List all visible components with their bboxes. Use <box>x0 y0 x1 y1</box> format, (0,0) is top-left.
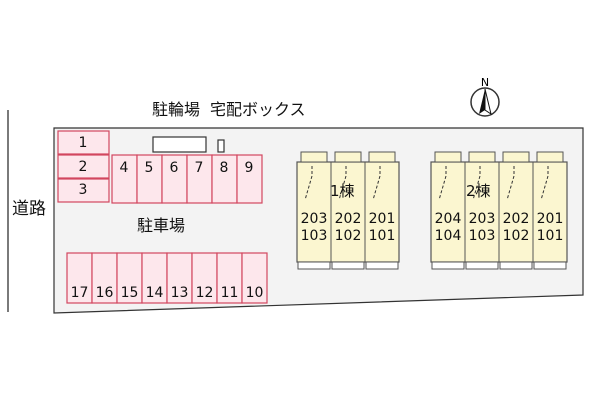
building-balcony <box>536 151 564 163</box>
parking-space <box>141 252 168 304</box>
parking-space <box>57 130 110 155</box>
unit-porch <box>499 261 533 270</box>
parking-space-number: 1 <box>78 135 88 151</box>
entrance-dash <box>438 166 447 201</box>
unit-number: 201 <box>536 211 564 227</box>
unit-porch <box>365 261 399 270</box>
bike-parking-label: 駐輪場 <box>152 100 201 119</box>
parking-space-number: 12 <box>195 285 214 301</box>
parking-space-number: 16 <box>95 285 114 301</box>
parking-space-number: 8 <box>219 160 229 176</box>
north-compass-icon: N <box>470 76 500 117</box>
parking-space <box>57 154 110 179</box>
parking-space-number: 14 <box>145 285 164 301</box>
building-2-name: 2棟 <box>466 182 491 200</box>
parking-space <box>211 154 238 204</box>
unit-number: 202 <box>502 211 530 227</box>
building-balcony <box>468 151 496 163</box>
unit-number: 102 <box>502 228 530 244</box>
parking-space-number: 5 <box>144 160 154 176</box>
parking-space <box>166 252 193 304</box>
unit-porch <box>431 261 465 270</box>
unit-number: 104 <box>434 228 462 244</box>
unit-number: 102 <box>334 228 362 244</box>
road-label: 道路 <box>12 199 46 219</box>
unit-number: 203 <box>468 211 496 227</box>
entrance-dash <box>372 166 381 201</box>
unit-number: 101 <box>536 228 564 244</box>
parking-space-number: 17 <box>70 285 89 301</box>
parking-space-number: 6 <box>169 160 179 176</box>
north-label: N <box>481 76 489 89</box>
parking-space <box>241 252 268 304</box>
parking-lot-label: 駐車場 <box>137 216 186 235</box>
building-1-name: 1棟 <box>330 182 355 200</box>
entrance-dash <box>540 166 549 201</box>
unit-number: 103 <box>468 228 496 244</box>
unit-porch <box>331 261 365 270</box>
building-balcony <box>300 151 328 163</box>
bike-parking-area <box>152 136 207 153</box>
parking-space <box>136 154 163 204</box>
building-balcony <box>502 151 530 163</box>
unit-number: 201 <box>368 211 396 227</box>
entrance-dash <box>472 166 481 201</box>
unit-porch <box>465 261 499 270</box>
parking-space-number: 9 <box>244 160 254 176</box>
parking-space <box>191 252 218 304</box>
parking-space-number: 11 <box>220 285 239 301</box>
parking-space-number: 4 <box>119 160 129 176</box>
entrance-dash <box>506 166 515 201</box>
parking-space <box>91 252 118 304</box>
entrance-dash <box>338 166 347 201</box>
parking-space <box>186 154 213 204</box>
parking-space-number: 2 <box>78 159 88 175</box>
parking-space-number: 3 <box>78 182 88 198</box>
unit-number: 101 <box>368 228 396 244</box>
unit-number: 203 <box>300 211 328 227</box>
parking-space-number: 10 <box>245 285 264 301</box>
building-balcony <box>334 151 362 163</box>
parking-space-number: 15 <box>120 285 139 301</box>
unit-porch <box>533 261 567 270</box>
unit-number: 103 <box>300 228 328 244</box>
unit-porch <box>297 261 331 270</box>
parking-space-number: 7 <box>194 160 204 176</box>
building-1-body <box>296 161 400 263</box>
building-balcony <box>434 151 462 163</box>
parking-space <box>66 252 93 304</box>
building-balcony <box>368 151 396 163</box>
delivery-box-label: 宅配ボックス <box>210 100 306 119</box>
parking-space <box>216 252 243 304</box>
unit-number: 204 <box>434 211 462 227</box>
entrance-dash <box>304 166 313 201</box>
parking-space <box>57 178 110 203</box>
parking-space-number: 13 <box>170 285 189 301</box>
unit-number: 202 <box>334 211 362 227</box>
delivery-box <box>217 139 225 153</box>
parking-space <box>236 154 263 204</box>
parking-space <box>161 154 188 204</box>
